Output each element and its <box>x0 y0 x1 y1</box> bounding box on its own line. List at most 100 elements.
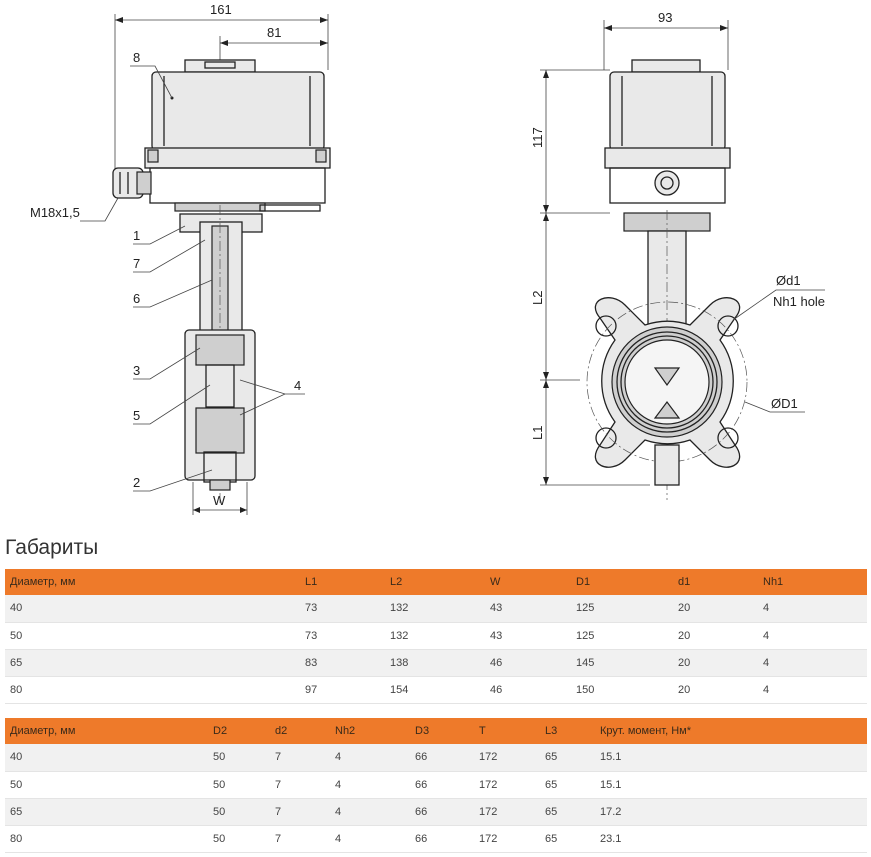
table-cell: 46 <box>485 676 571 704</box>
table-cell: 125 <box>571 595 673 623</box>
technical-drawing: 161 81 W 8 M18x1,5 1 7 6 3 5 <box>30 2 825 515</box>
table-cell: 97 <box>300 676 385 704</box>
col-header: d2 <box>270 718 330 744</box>
table-cell: 132 <box>385 622 485 650</box>
table-cell: 4 <box>330 771 410 799</box>
table-cell: 4 <box>330 825 410 853</box>
valve-drawing-svg: 161 81 W 8 M18x1,5 1 7 6 3 5 <box>30 2 825 515</box>
table-cell: 50 <box>208 771 270 799</box>
bolt-head <box>147 149 159 163</box>
table-cell: 73 <box>300 595 385 623</box>
dim-161: 161 <box>210 2 232 17</box>
table-cell: 172 <box>474 825 540 853</box>
table-cell: 65 <box>540 825 595 853</box>
table-cell: 7 <box>270 771 330 799</box>
leader-thread <box>80 197 119 222</box>
col-header: L3 <box>540 718 595 744</box>
col-header: Диаметр, мм <box>5 569 300 595</box>
col-header: d1 <box>673 569 758 595</box>
arrow <box>543 372 549 380</box>
table-row: 65 50 7 4 66 172 65 17.2 <box>5 798 867 826</box>
gland-hole <box>660 176 674 190</box>
arrow <box>193 507 200 513</box>
leader-4b <box>239 393 286 416</box>
table-cell: 7 <box>270 744 330 772</box>
table-row: 50 50 7 4 66 172 65 15.1 <box>5 771 867 799</box>
table-row: 40 73 132 43 125 20 4 <box>5 595 867 623</box>
table-cell: 138 <box>385 649 485 677</box>
callout-6: 6 <box>133 291 140 306</box>
actuator-body <box>151 71 325 151</box>
bottom-boss <box>654 444 680 486</box>
table-cell: 50 <box>208 798 270 826</box>
table-cell: 65 <box>540 771 595 799</box>
table-cell: 172 <box>474 744 540 772</box>
callout-5: 5 <box>133 408 140 423</box>
table-cell: 80 <box>5 676 300 704</box>
col-header: T <box>474 718 540 744</box>
table-cell: 50 <box>5 622 300 650</box>
leader-6 <box>133 279 213 308</box>
leader-8 <box>130 65 173 99</box>
table-cell: 125 <box>571 622 673 650</box>
table-cell: 66 <box>410 825 474 853</box>
gland-nut <box>136 171 152 195</box>
table-cell: 65 <box>540 744 595 772</box>
table-cell: 23.1 <box>595 825 867 853</box>
dim-l2: L2 <box>530 291 545 305</box>
table-cell: 40 <box>5 744 208 772</box>
arrow <box>543 205 549 213</box>
table-cell: 73 <box>300 622 385 650</box>
table-cell: 4 <box>758 595 867 623</box>
arrow <box>720 25 728 31</box>
table-cell: 43 <box>485 622 571 650</box>
table-cell: 7 <box>270 798 330 826</box>
arrow <box>543 477 549 485</box>
dim-117: 117 <box>530 127 545 148</box>
seat-ring <box>616 331 718 433</box>
leader-2 <box>133 469 213 492</box>
dim-81: 81 <box>267 25 281 40</box>
thread-label: M18x1,5 <box>30 205 80 220</box>
table-row: 50 73 132 43 125 20 4 <box>5 622 867 650</box>
actuator-flange <box>144 147 331 169</box>
table-header-row: Диаметр, мм D2 d2 Nh2 D3 T L3 Крут. моме… <box>5 718 867 744</box>
dim-93: 93 <box>658 10 672 25</box>
dimensions-table-1: Диаметр, мм L1 L2 W D1 d1 Nh1 40 73 132 … <box>5 569 867 704</box>
bolt-circle <box>586 301 748 463</box>
actuator-body-side <box>609 71 726 151</box>
table-cell: 4 <box>330 744 410 772</box>
arrow <box>320 40 328 46</box>
lever <box>259 204 321 212</box>
table-cell: 50 <box>5 771 208 799</box>
table-header-row: Диаметр, мм L1 L2 W D1 d1 Nh1 <box>5 569 867 595</box>
table-cell: 65 <box>5 649 300 677</box>
dim-l1: L1 <box>530 426 545 440</box>
col-header: Крут. момент, Нм* <box>595 718 867 744</box>
col-header: W <box>485 569 571 595</box>
table-cell: 20 <box>673 622 758 650</box>
table-cell: 83 <box>300 649 385 677</box>
table-cell: 66 <box>410 744 474 772</box>
leader-7 <box>133 239 206 273</box>
table-cell: 80 <box>5 825 208 853</box>
disc-top <box>653 367 681 387</box>
lug-hole <box>595 427 617 449</box>
table-cell: 4 <box>330 798 410 826</box>
label-d1: Ød1 <box>776 273 801 288</box>
table-cell: 66 <box>410 798 474 826</box>
table-cell: 4 <box>758 622 867 650</box>
arrow <box>320 17 328 23</box>
table-cell: 172 <box>474 798 540 826</box>
col-header: D3 <box>410 718 474 744</box>
bolt-head <box>315 149 327 163</box>
table-cell: 65 <box>5 798 208 826</box>
col-header: L2 <box>385 569 485 595</box>
arrow <box>115 17 123 23</box>
section-title: Габариты <box>5 536 99 559</box>
table-cell: 15.1 <box>595 771 867 799</box>
lug-hole <box>717 315 739 337</box>
callout-7: 7 <box>133 256 140 271</box>
table-cell: 50 <box>208 744 270 772</box>
table-cell: 20 <box>673 649 758 677</box>
